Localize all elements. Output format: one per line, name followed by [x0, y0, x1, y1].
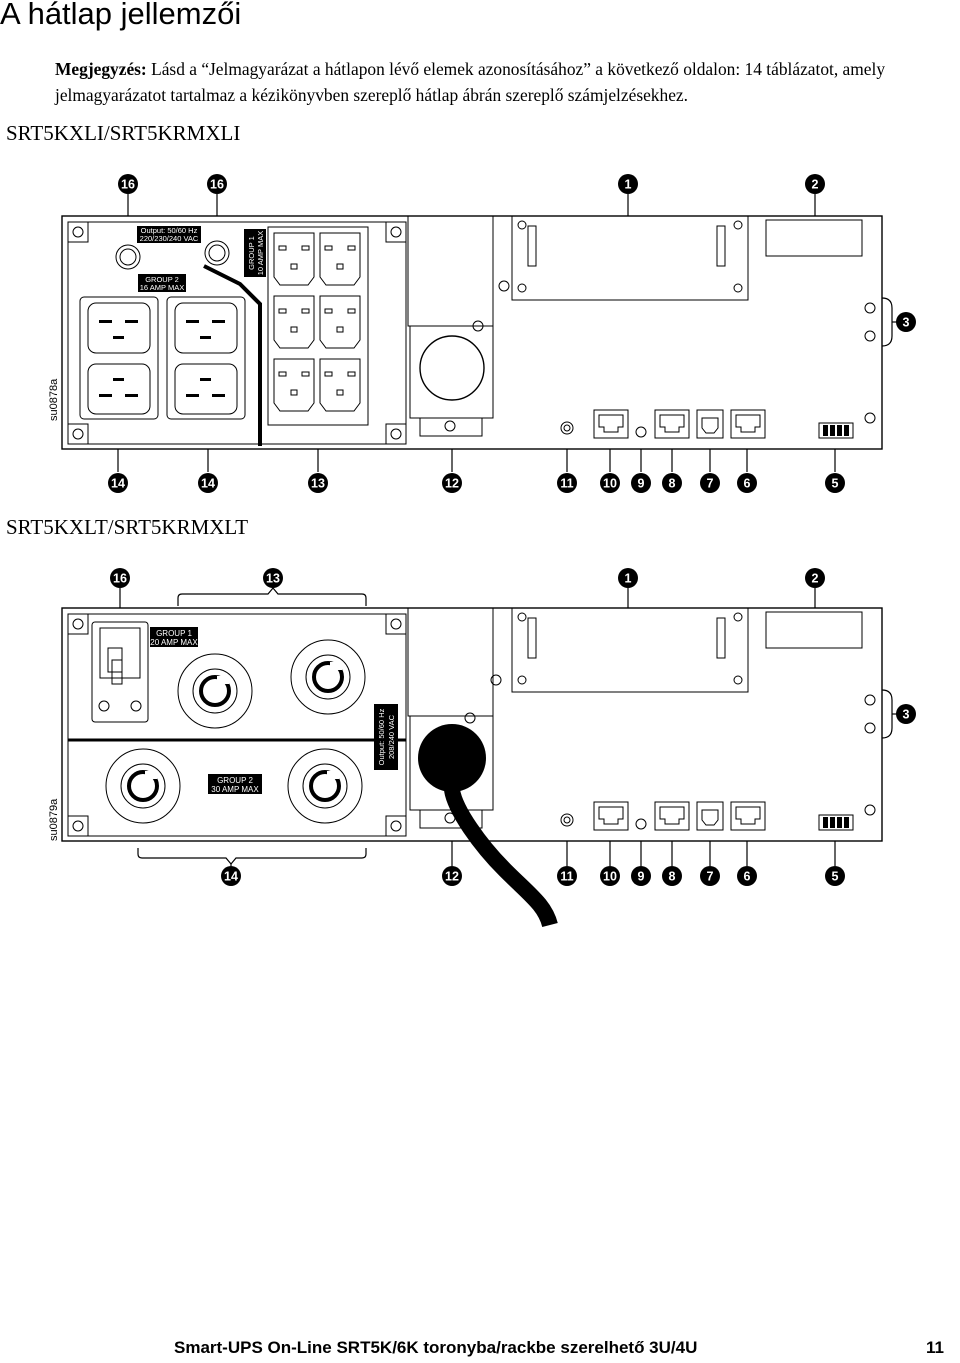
callout-badge: 10 [603, 477, 617, 491]
output-label-line-1: Output: 50/60 Hz [377, 708, 386, 765]
callout-badge: 2 [812, 572, 819, 586]
group1-label-line-1: GROUP 1 [156, 629, 192, 638]
group2-label-line-2: 16 AMP MAX [140, 283, 184, 292]
callout-badge: 13 [311, 477, 325, 491]
group1-label-line-1: GROUP 1 [247, 236, 256, 270]
callout-badge: 14 [201, 477, 215, 491]
rear-panel-diagram-2: GROUP 1 20 AMP MAX GROUP 2 30 AMP MAX Ou… [48, 568, 916, 928]
note-line-2: jelmagyarázatot tartalmaz a kézikönyvben… [55, 85, 688, 105]
group1-label-line-2: 10 AMP MAX [256, 231, 265, 275]
callout-badge: 16 [210, 178, 224, 192]
callout-badge: 13 [266, 572, 280, 586]
callout-badge: 9 [638, 477, 645, 491]
page-number: 11 [926, 1338, 944, 1357]
model-heading-2: SRT5KXLT/SRT5KRMXLT [6, 515, 249, 539]
footer-title: Smart-UPS On-Line SRT5K/6K toronyba/rack… [174, 1338, 698, 1357]
callout-badge: 9 [638, 870, 645, 884]
group1-label-line-2: 20 AMP MAX [150, 638, 198, 647]
note-line-1: Lásd a “Jelmagyarázat a hátlapon lévő el… [151, 59, 886, 79]
callout-badge: 1 [625, 572, 632, 586]
model-heading-1: SRT5KXLI/SRT5KRMXLI [6, 121, 241, 145]
callout-badge: 1 [625, 178, 632, 192]
group2-label-line-2: 30 AMP MAX [211, 785, 259, 794]
callout-badge: 5 [832, 870, 839, 884]
callout-badge: 11 [560, 477, 573, 491]
twistlock-outlets [105, 639, 366, 824]
callout-badge: 12 [445, 870, 459, 884]
callout-badges-bottom: 14 12 11 10 9 8 7 6 5 [221, 866, 845, 886]
callout-badge: 14 [224, 870, 238, 884]
callout-badge: 2 [812, 178, 819, 192]
callout-badge: 5 [832, 477, 839, 491]
callout-badge: 8 [669, 477, 676, 491]
group2-label-line-1: GROUP 2 [217, 776, 253, 785]
callout-badge: 3 [903, 316, 910, 330]
callout-badge: 7 [707, 477, 714, 491]
callout-badge: 16 [121, 178, 135, 192]
group2-label-line-1: GROUP 2 [145, 275, 179, 284]
output-label-line-1: Output: 50/60 Hz [141, 226, 198, 235]
callout-badge: 10 [603, 870, 617, 884]
callout-badge: 11 [560, 870, 573, 884]
output-label-line-2: 220/230/240 VAC [140, 234, 199, 243]
diagram-code: su0879a [48, 798, 60, 841]
callout-badge: 7 [707, 870, 714, 884]
callout-badge: 8 [669, 870, 676, 884]
callout-badges-top: 16 16 1 2 3 [118, 174, 916, 332]
callout-badge: 6 [744, 870, 751, 884]
callout-badge: 6 [744, 477, 751, 491]
callout-badge: 3 [903, 708, 910, 722]
rear-panel-diagram-1: Output: 50/60 Hz 220/230/240 VAC GROUP 2… [48, 174, 916, 493]
output-label-line-2: 208/240 VAC [387, 714, 396, 759]
note-label: Megjegyzés: [55, 59, 147, 79]
callout-badges-bottom: 14 14 13 12 11 10 9 8 7 6 5 [108, 473, 845, 493]
callout-badges-top: 16 13 1 2 3 [110, 568, 916, 724]
page-title: A hátlap jellemzői [0, 0, 242, 31]
diagram-code: su0878a [48, 378, 60, 421]
callout-badge: 16 [113, 572, 127, 586]
callout-badge: 14 [111, 477, 125, 491]
note: Megjegyzés: Lásd a “Jelmagyarázat a hátl… [55, 56, 960, 108]
callout-badge: 12 [445, 477, 459, 491]
